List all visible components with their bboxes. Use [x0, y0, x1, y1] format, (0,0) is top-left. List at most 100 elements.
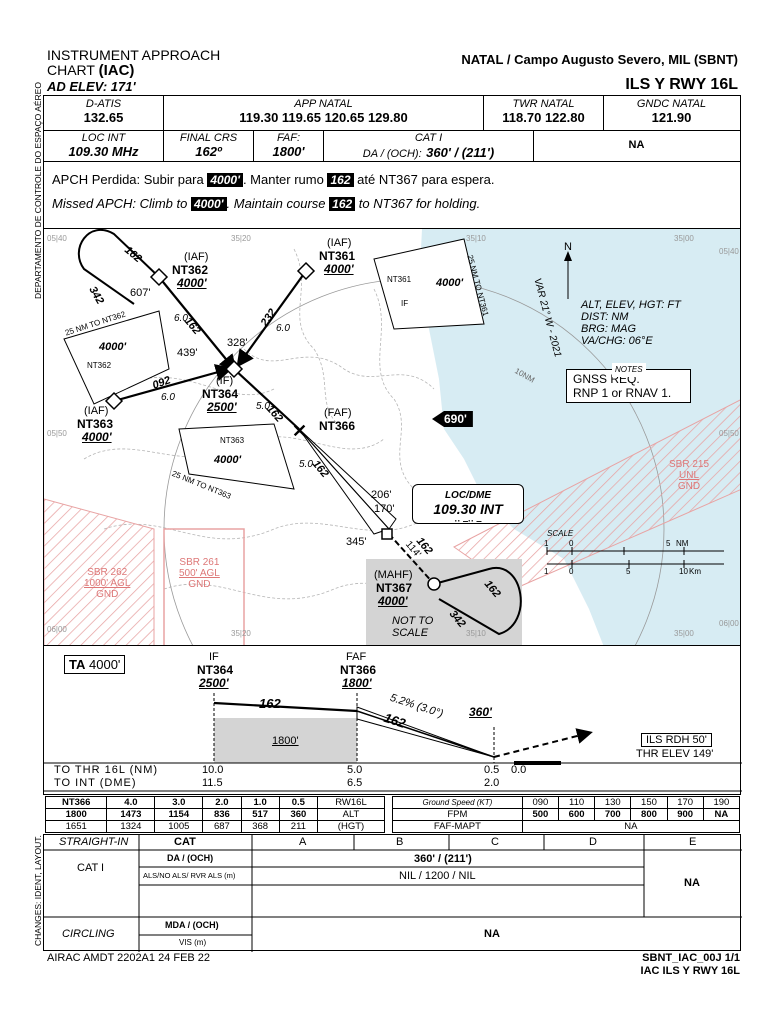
cell: 500 [521, 808, 560, 821]
cell: 800 [630, 808, 668, 821]
cat-header: CAT [174, 836, 196, 848]
notes-box: NOTES GNSS REQ. RNP 1 or RNAV 1. [566, 363, 691, 403]
scale-km-0: 0 [569, 567, 574, 576]
cell: NT366 [44, 796, 108, 809]
iaf-nt361-name: NT361 [319, 249, 356, 263]
chart-type-prefix: CHART [47, 62, 95, 78]
iaf-nt363-name: NT363 [77, 417, 114, 431]
comm-row: D-ATIS 132.65 APP NATAL 119.30 119.65 12… [43, 95, 741, 131]
plan-view-map: ✕ 162 342 162 232 092 162 162 162 162 34… [44, 229, 740, 645]
faf-label: FAF: [276, 132, 300, 144]
comm-value: 121.90 [651, 110, 692, 125]
scale-nm-0: 0 [569, 539, 574, 548]
ma-en-crs: 162 [329, 197, 356, 211]
circling-label: CIRCLING [62, 928, 115, 940]
na-text: NA [628, 139, 645, 151]
loc-dme-freq: 109.30 INT [433, 501, 503, 517]
procedure-title: ILS Y RWY 16L [625, 76, 738, 93]
cell: 150 [630, 796, 668, 809]
small-label-nt362: NT362 [87, 361, 112, 370]
sbr-lower: GND [677, 481, 701, 492]
cell: ALT [316, 808, 386, 821]
sbr-261-area [163, 528, 245, 645]
sbr-lower: GND [96, 589, 119, 600]
airport-name: NATAL / Campo Augusto Severo, MIL (SBNT) [461, 52, 738, 67]
missed-climb [493, 728, 593, 758]
taa-north-alt: 4000' [436, 277, 464, 289]
cell: 211 [278, 820, 318, 833]
obstacle-170: 170' [374, 503, 395, 515]
loc-dme-title: LOC/DME [441, 490, 495, 501]
cell: 130 [594, 796, 632, 809]
scale-nm-1: 1 [544, 539, 549, 548]
taa-north-sector [373, 238, 485, 330]
fix-symbols [104, 261, 441, 591]
cell: (HGT) [316, 820, 386, 833]
crs-label: FINAL CRS [179, 132, 238, 144]
taa-south-sector [178, 423, 295, 490]
cell: 360 [278, 808, 318, 821]
dist-nt362-if: 6.0 [174, 313, 188, 324]
cat-e: E [689, 836, 697, 848]
dist-nt363-if: 6.0 [161, 392, 175, 403]
cell: 1324 [106, 820, 156, 833]
cell: 1.0 [240, 796, 280, 809]
vis-label: ALS/NO ALS/ RVR ALS (m) [143, 871, 236, 880]
svg-text:162: 162 [122, 244, 144, 265]
scale-km-10: 10 [679, 567, 688, 576]
sbr-262-area [44, 498, 155, 645]
cell: 687 [202, 820, 242, 833]
da-och-label: DA / (OCH) [167, 853, 214, 863]
straight-in-label: STRAIGHT-IN [59, 836, 129, 848]
cell: 368 [240, 820, 280, 833]
ma-en-c: to NT367 for holding. [358, 196, 481, 211]
cat-i-da: CAT I DA / (OCH): 360' / (211') [324, 131, 534, 161]
circling-value: NA [484, 928, 500, 940]
cell: 0.5 [278, 796, 318, 809]
grid-label: 35|00 [674, 234, 694, 243]
scale-nm-5: 5 [666, 539, 671, 548]
dist-row-2-label: TO INT (DME) [54, 777, 137, 789]
comm-label: APP NATAL [294, 98, 353, 110]
dist-nt361-if: 6.0 [276, 323, 290, 334]
grid-label: 06|00 [719, 619, 739, 628]
sbr-262-label: SBR 262 1000' AGL GND [84, 567, 130, 600]
minima-grid [44, 835, 742, 952]
north-arrow [564, 251, 572, 299]
cell: 1473 [106, 808, 156, 821]
if-nt364-name: NT364 [202, 387, 239, 401]
missed-approach-pt: APCH Perdida: Subir para 4000'. Manter r… [52, 172, 494, 187]
cell: NA [702, 808, 741, 821]
units-block: ALT, ELEV, HGT: FT DIST: NM BRG: MAG VA/… [581, 299, 681, 347]
obstacle-328: 328' [227, 337, 248, 349]
sbr-name: SBR 261 [179, 557, 220, 568]
obstacle-439: 439' [177, 347, 198, 359]
grid-label: 35|20 [231, 234, 251, 243]
profile-diagram [44, 693, 742, 792]
faf-value: 1800' [272, 144, 305, 159]
north-label: N [564, 241, 572, 253]
obstacle-607: 607' [130, 287, 151, 299]
mahf-nt367-alt: 4000' [378, 594, 408, 608]
faf-cross: ✕ [292, 421, 307, 441]
cat-c: C [491, 836, 499, 848]
sbr-261-label: SBR 261 500' AGL GND [179, 557, 220, 590]
comm-value: 119.30 119.65 120.65 129.80 [239, 110, 408, 125]
mda-och-label: MDA / (OCH) [165, 920, 219, 930]
final-course: FINAL CRS 162º [164, 131, 254, 161]
route-nt362-if [158, 276, 237, 373]
comm-value: 118.70 122.80 [502, 110, 585, 125]
profile-da: 360' [469, 705, 492, 719]
profile-view: TA 4000' IF NT364 2500' FAF NT366 1800' … [43, 645, 742, 795]
units-line: DIST: NM [581, 311, 629, 323]
vis-m-label: VIS (m) [179, 938, 207, 947]
cell: 090 [521, 796, 560, 809]
grid-label: 35|10 [466, 629, 486, 638]
cat-d: D [589, 836, 597, 848]
ta-box: TA 4000' [64, 655, 126, 674]
profile-thr-elev: THR ELEV 149' [636, 748, 714, 760]
notes-title: NOTES [612, 363, 646, 377]
